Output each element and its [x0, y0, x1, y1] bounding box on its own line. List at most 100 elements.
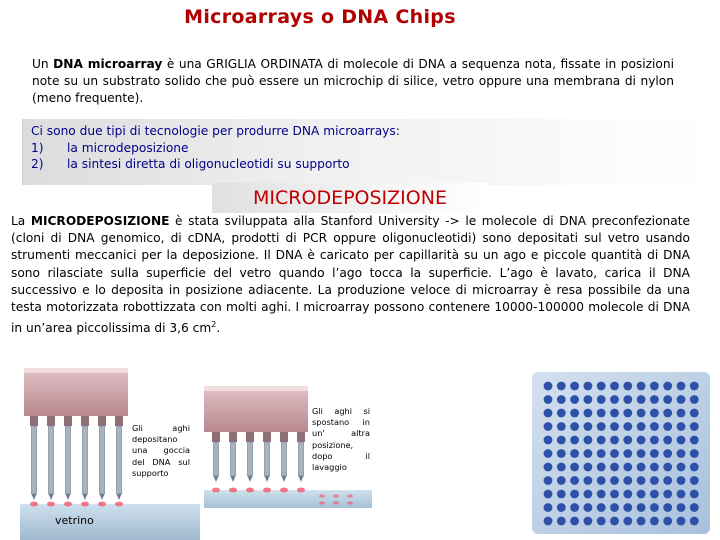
dna-droplet	[280, 487, 288, 493]
microarray-spot	[650, 449, 659, 458]
microarray-spot	[663, 503, 673, 512]
microarray-spot	[570, 449, 579, 458]
microarray-spot	[636, 516, 646, 526]
technologies-box: Ci sono due tipi di tecnologie per produ…	[22, 119, 708, 185]
technology-item-2-text: la sintesi diretta di oligonucleotidi su…	[67, 157, 350, 171]
intro-bold-term: DNA microarray	[53, 57, 163, 71]
microarray-spot	[543, 476, 553, 485]
microarray-spot	[556, 395, 566, 404]
microarray-spot	[623, 422, 633, 431]
microarray-spot	[636, 476, 646, 485]
microarray-spot	[543, 449, 553, 458]
microarray-spot	[663, 422, 673, 431]
pin	[264, 441, 270, 477]
dna-spot	[347, 501, 353, 505]
microarray-spot	[610, 435, 619, 445]
microarray-spot	[583, 503, 593, 512]
microarray-spot	[610, 462, 619, 472]
dna-droplets	[212, 487, 353, 505]
dna-droplet	[115, 501, 123, 507]
microarray-spot	[676, 503, 686, 512]
microarray-spot	[556, 516, 566, 526]
microarray-spot	[650, 435, 659, 445]
microarray-spot	[570, 408, 579, 418]
microarray-spot	[636, 503, 646, 512]
pin-collar	[246, 432, 254, 442]
technology-item-1-number: 1)	[31, 141, 44, 155]
dna-spot	[333, 501, 339, 505]
microarray-spot	[570, 516, 579, 526]
print-head-pins	[212, 432, 305, 482]
microarray-spot	[543, 381, 553, 391]
pin-collar	[98, 416, 106, 426]
dna-droplet	[47, 501, 55, 507]
print-head-illustration-2	[204, 386, 372, 508]
microarray-spot	[543, 516, 553, 526]
microarray-spot	[596, 435, 606, 445]
microarray-spot	[623, 476, 633, 485]
microarray-spot	[650, 408, 659, 418]
microarray-spot	[623, 435, 633, 445]
microarray-spot	[689, 449, 699, 458]
pin-tip	[116, 494, 122, 500]
pin-collar	[297, 432, 305, 442]
dna-spot	[347, 494, 353, 498]
microarray-spot	[570, 489, 579, 499]
microarray-spot	[596, 422, 606, 431]
pin-collar	[263, 432, 271, 442]
microarray-spot	[543, 395, 553, 404]
microarray-spot	[676, 476, 686, 485]
pin-tip	[298, 476, 304, 482]
microarray-spot	[570, 503, 579, 512]
glass-slide	[20, 504, 200, 540]
pin-collar	[64, 416, 72, 426]
microarray-spot	[610, 476, 619, 485]
microarray-spot	[623, 381, 633, 391]
microarray-spot	[610, 516, 619, 526]
dna-droplet	[246, 487, 254, 493]
microarray-spot	[676, 381, 686, 391]
para-superscript: 2	[211, 320, 217, 330]
microarray-spot	[543, 408, 553, 418]
page-title: Microarrays o DNA Chips	[184, 6, 456, 28]
microarray-spot	[610, 503, 619, 512]
dna-droplet	[297, 487, 305, 493]
pin-tip	[82, 494, 88, 500]
dna-droplet	[64, 501, 72, 507]
pin-collar	[212, 432, 220, 442]
microarray-spot	[556, 435, 566, 445]
pin	[31, 425, 37, 495]
microarray-spot	[636, 381, 646, 391]
microarray-spot	[596, 381, 606, 391]
microarray-spot	[543, 503, 553, 512]
pin-tip	[281, 476, 287, 482]
microarray-spot	[663, 516, 673, 526]
microarray-spot	[556, 476, 566, 485]
microarray-spot	[583, 408, 593, 418]
microarray-spot	[556, 462, 566, 472]
dna-spot	[319, 494, 325, 498]
microarray-spot	[676, 422, 686, 431]
microarray-spot	[650, 476, 659, 485]
microarray-spot	[556, 489, 566, 499]
microarray-spot	[583, 395, 593, 404]
technologies-heading: Ci sono due tipi di tecnologie per produ…	[31, 124, 400, 138]
pin-tip	[48, 494, 54, 500]
microarray-spot	[636, 408, 646, 418]
microarray-spot	[543, 422, 553, 431]
microarray-spot	[623, 408, 633, 418]
microarray-spot	[570, 395, 579, 404]
microarray-spot	[556, 449, 566, 458]
microarray-spot	[636, 395, 646, 404]
microarray-spot	[689, 422, 699, 431]
caption-deposit: Gli aghi depositano una goccia del DNA s…	[132, 423, 190, 478]
microarray-spot	[623, 395, 633, 404]
microarray-spot	[636, 489, 646, 499]
microarray-spot	[650, 489, 659, 499]
microarray-spot	[636, 422, 646, 431]
pin-tip	[99, 494, 105, 500]
dna-droplet	[81, 501, 89, 507]
microarray-spot	[676, 449, 686, 458]
microarray-spot	[689, 381, 699, 391]
pin-collar	[115, 416, 123, 426]
